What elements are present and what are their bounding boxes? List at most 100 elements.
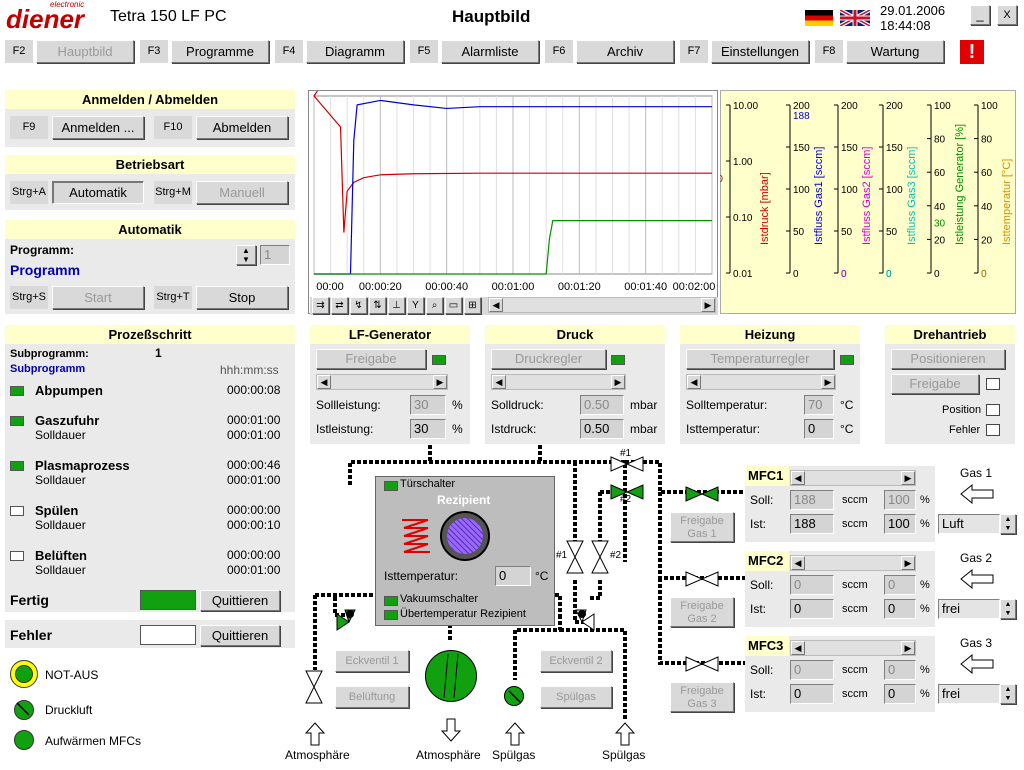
valve-2-top-icon[interactable]	[610, 484, 644, 500]
vent-valve-icon[interactable]	[305, 670, 323, 704]
valve-1-top-icon[interactable]	[610, 456, 644, 472]
mode-title: Betriebsart	[5, 155, 295, 174]
chart-tool-icon[interactable]: ⊞	[464, 297, 481, 314]
program-spinner[interactable]: ▲▼	[236, 245, 256, 265]
start-button[interactable]: Start	[52, 286, 144, 309]
nav-button-archiv[interactable]: Archiv	[576, 40, 674, 63]
pressure-controller-button[interactable]: Druckregler	[491, 349, 606, 369]
axis-tick-label: 20	[934, 235, 946, 246]
chart-tool-icon[interactable]: ⇉	[312, 297, 329, 314]
chart-tool-icon[interactable]: ↯	[350, 297, 367, 314]
axis-tick-label: 50	[793, 227, 805, 238]
chart-tool-icon[interactable]: Y	[407, 297, 424, 314]
nav-button-alarmliste[interactable]: Alarmliste	[441, 40, 539, 63]
flag-uk-icon[interactable]	[840, 10, 870, 26]
nav-button-wartung[interactable]: Wartung	[846, 40, 944, 63]
mfc-valve-icon[interactable]	[685, 486, 719, 502]
gas-select[interactable]: frei	[938, 599, 1000, 619]
chamber-title: Rezipient	[437, 493, 491, 507]
gas-inlet-arrow-icon	[960, 484, 994, 504]
vent-button[interactable]: Belüftung	[335, 686, 409, 708]
rotary-enable-checkbox[interactable]	[986, 378, 1000, 390]
pressure-slider[interactable]: ◀▶	[491, 374, 626, 390]
alarm-indicator[interactable]: !	[960, 40, 984, 64]
axis-tick-label: 10.00	[733, 101, 758, 112]
valve-1-side-icon[interactable]	[566, 540, 584, 574]
axis-tick-label: 40	[981, 202, 993, 213]
login-button[interactable]: Anmelden ...	[52, 116, 144, 139]
lf-enable-button[interactable]: Freigabe	[316, 349, 426, 369]
axis-current-value: 0	[886, 269, 892, 280]
heating-slider[interactable]: ◀▶	[686, 374, 836, 390]
corner-valve-1-icon[interactable]	[335, 604, 363, 632]
chart-tool-icon[interactable]: ⇅	[369, 297, 386, 314]
lf-actual-unit: %	[452, 422, 463, 436]
door-switch-label: Türschalter	[400, 478, 456, 490]
corner-valve-2-button[interactable]: Eckventil 2	[540, 650, 612, 672]
lf-slider[interactable]: ◀▶	[316, 374, 448, 390]
step-indicator	[10, 416, 24, 426]
gas-select-spinner[interactable]: ▲▼	[1000, 599, 1016, 619]
acknowledge-error-button[interactable]: Quittieren	[200, 625, 280, 646]
gas-select-spinner[interactable]: ▲▼	[1000, 514, 1016, 534]
gas-select[interactable]: frei	[938, 684, 1000, 704]
step-name: Abpumpen	[35, 383, 103, 398]
pressure-status-led	[611, 355, 625, 365]
acknowledge-done-button[interactable]: Quittieren	[200, 590, 280, 611]
heating-actual-label: Isttemperatur:	[686, 422, 761, 436]
axis-current-value: 30	[934, 219, 946, 230]
nav-button-programme[interactable]: Programme	[171, 40, 269, 63]
mfc-slider[interactable]: ◀▶	[790, 555, 916, 571]
atmosphere-in-arrow-icon	[305, 722, 325, 746]
gas-enable-button[interactable]: Freigabe Gas 3	[670, 682, 734, 712]
minimize-button[interactable]: _	[970, 5, 990, 25]
valve-2-side-icon[interactable]	[591, 540, 609, 574]
axis-tick-label: 40	[934, 202, 946, 213]
chart-toolbar: ⇉⇄↯⇅⊥Y⌕▭⊞ ◀▶	[310, 297, 718, 315]
mfc-warmup-icon	[14, 730, 34, 750]
substrate-icon	[440, 511, 490, 561]
manual-button[interactable]: Manuell	[196, 181, 288, 204]
mfc-valve-icon[interactable]	[685, 656, 719, 672]
chart-scrollbar[interactable]: ◀▶	[488, 297, 716, 313]
nav-button-hauptbild[interactable]: Hauptbild	[36, 40, 134, 63]
gas-enable-button[interactable]: Freigabe Gas 1	[670, 512, 734, 542]
pressure-actual-unit: mbar	[630, 422, 658, 436]
logout-button[interactable]: Abmelden	[196, 116, 288, 139]
mfc-title-bg	[745, 551, 789, 571]
automatic-button[interactable]: Automatik	[52, 181, 144, 204]
gas-select[interactable]: Luft	[938, 514, 1000, 534]
program-name: Programm	[10, 262, 81, 278]
vacuum-switch-label: Vakuumschalter	[400, 593, 479, 605]
gas-label: Gas 3	[960, 636, 993, 650]
overtemp-label: Übertemperatur Rezipient	[400, 608, 526, 620]
f10-key: F10	[154, 116, 192, 139]
chart-tool-icon[interactable]: ⊥	[388, 297, 405, 314]
axis-tick-label: 20	[981, 235, 993, 246]
axis-tick-label: 0	[886, 269, 892, 280]
flag-de-icon[interactable]	[805, 10, 833, 26]
purge-button[interactable]: Spülgas	[540, 686, 612, 708]
nav-button-diagramm[interactable]: Diagramm	[306, 40, 404, 63]
stop-button[interactable]: Stop	[196, 286, 288, 309]
positioning-button[interactable]: Positionieren	[891, 349, 1005, 369]
chart-tool-icon[interactable]: ▭	[445, 297, 462, 314]
gas-select-spinner[interactable]: ▲▼	[1000, 684, 1016, 704]
axis-title: Istdruck [mbar]	[759, 172, 771, 245]
gas-enable-button[interactable]: Freigabe Gas 2	[670, 597, 734, 627]
close-button[interactable]: X	[997, 5, 1017, 25]
rotary-enable-button[interactable]: Freigabe	[891, 374, 979, 394]
chart-tool-icon[interactable]: ⌕	[426, 297, 443, 314]
mfc-actual-pct-unit: %	[920, 688, 930, 700]
nav-button-einstellungen[interactable]: Einstellungen	[711, 40, 809, 63]
mfc-valve-icon[interactable]	[685, 571, 719, 587]
temperature-controller-button[interactable]: Temperaturregler	[686, 349, 834, 369]
mfc-slider[interactable]: ◀▶	[790, 640, 916, 656]
corner-valve-2-icon[interactable]	[568, 604, 596, 632]
axis-current-value: 0.50	[720, 174, 723, 185]
step-target-time: 000:01:00	[227, 473, 281, 487]
mfc-slider[interactable]: ◀▶	[790, 470, 916, 486]
ctrl-t-key: Strg+T	[154, 286, 192, 309]
chart-tool-icon[interactable]: ⇄	[331, 297, 348, 314]
corner-valve-1-button[interactable]: Eckventil 1	[335, 650, 409, 672]
